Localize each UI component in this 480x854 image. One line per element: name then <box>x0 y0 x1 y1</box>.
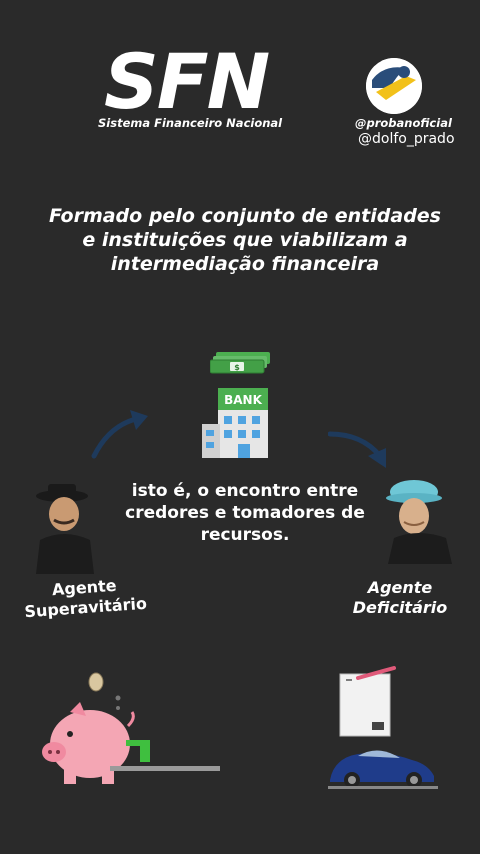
arrow-to-bank-icon <box>90 408 154 464</box>
superavitario-character <box>30 484 100 578</box>
car-with-document-icon <box>328 664 438 794</box>
agent-right-line-1: Agente <box>367 578 433 597</box>
handle-dolfo-prado: @dolfo_prado <box>358 131 455 147</box>
agent-deficitario-label: Agente Deficitário <box>340 578 460 618</box>
middle-line-2: credores e tomadores de <box>125 503 365 523</box>
money-sign: $ <box>234 363 240 372</box>
middle-line-1: isto é, o encontro entre <box>131 481 359 501</box>
intro-line-2: e instituições que viabilizam a <box>82 229 408 251</box>
intro-text: Formado pelo conjunto de entidades e ins… <box>30 204 460 276</box>
agent-superavitario-label: Agente Superavitário <box>9 573 161 623</box>
intro-line-1: Formado pelo conjunto de entidades <box>49 205 441 227</box>
bank-icon: BANK <box>200 386 270 464</box>
logo-subtitle: Sistema Financeiro Nacional <box>98 116 283 130</box>
intro-line-3: intermediação financeira <box>110 253 380 275</box>
sfn-logo: SFN <box>104 37 270 126</box>
proban-avatar <box>366 58 422 114</box>
deficitario-character <box>384 478 454 568</box>
bank-sign-label: BANK <box>224 393 262 407</box>
arrow-from-bank-icon <box>327 430 392 476</box>
middle-line-3: recursos. <box>200 525 290 545</box>
middle-text: isto é, o encontro entre credores e toma… <box>110 480 380 546</box>
piggy-bank-icon <box>40 668 224 792</box>
agent-right-line-2: Deficitário <box>352 598 448 617</box>
money-stack-icon: $ <box>209 352 272 378</box>
handle-probanoficial: @probanoficial <box>355 116 452 130</box>
